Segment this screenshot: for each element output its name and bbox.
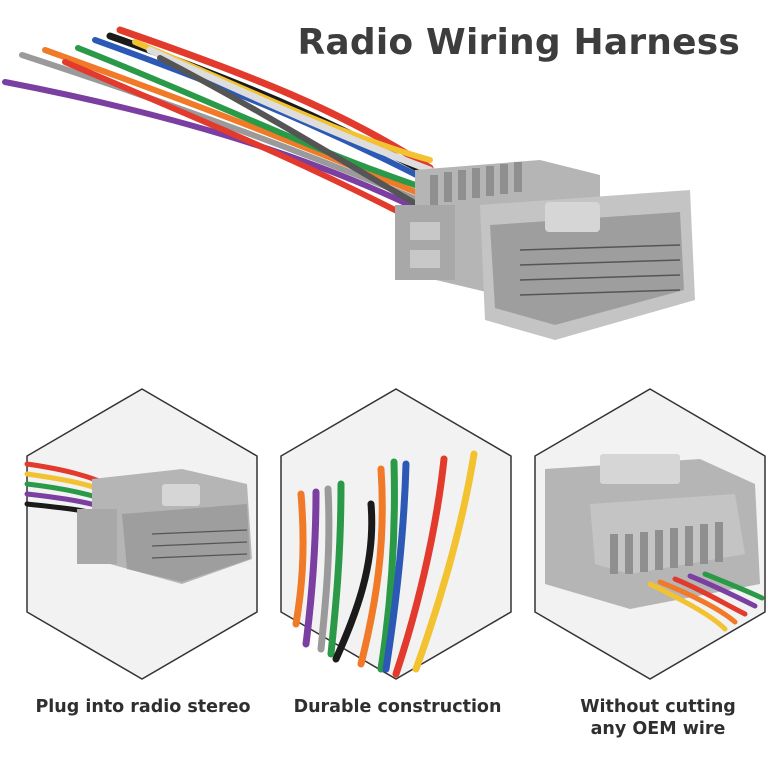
feature-caption-plug: Plug into radio stereo — [20, 696, 266, 718]
feature-caption-line: Plug into radio stereo — [35, 697, 251, 717]
feature-caption-oem: Without cutting any OEM wire — [538, 696, 768, 740]
feature-caption-line: any OEM wire — [590, 719, 726, 739]
harness-hero-illustration — [2, 26, 695, 340]
page-title: Radio Wiring Harness — [297, 22, 740, 63]
hexagon-panel-wires — [280, 388, 512, 680]
wire-bundle — [2, 26, 434, 231]
feature-caption-durable: Durable construction — [275, 696, 520, 718]
hexagon-panel-oem — [534, 388, 766, 680]
feature-caption-line: Durable construction — [293, 697, 502, 717]
hexagon-panel-plug — [24, 388, 258, 680]
connector-plug — [395, 160, 695, 340]
feature-caption-line: Without cutting — [580, 697, 736, 717]
